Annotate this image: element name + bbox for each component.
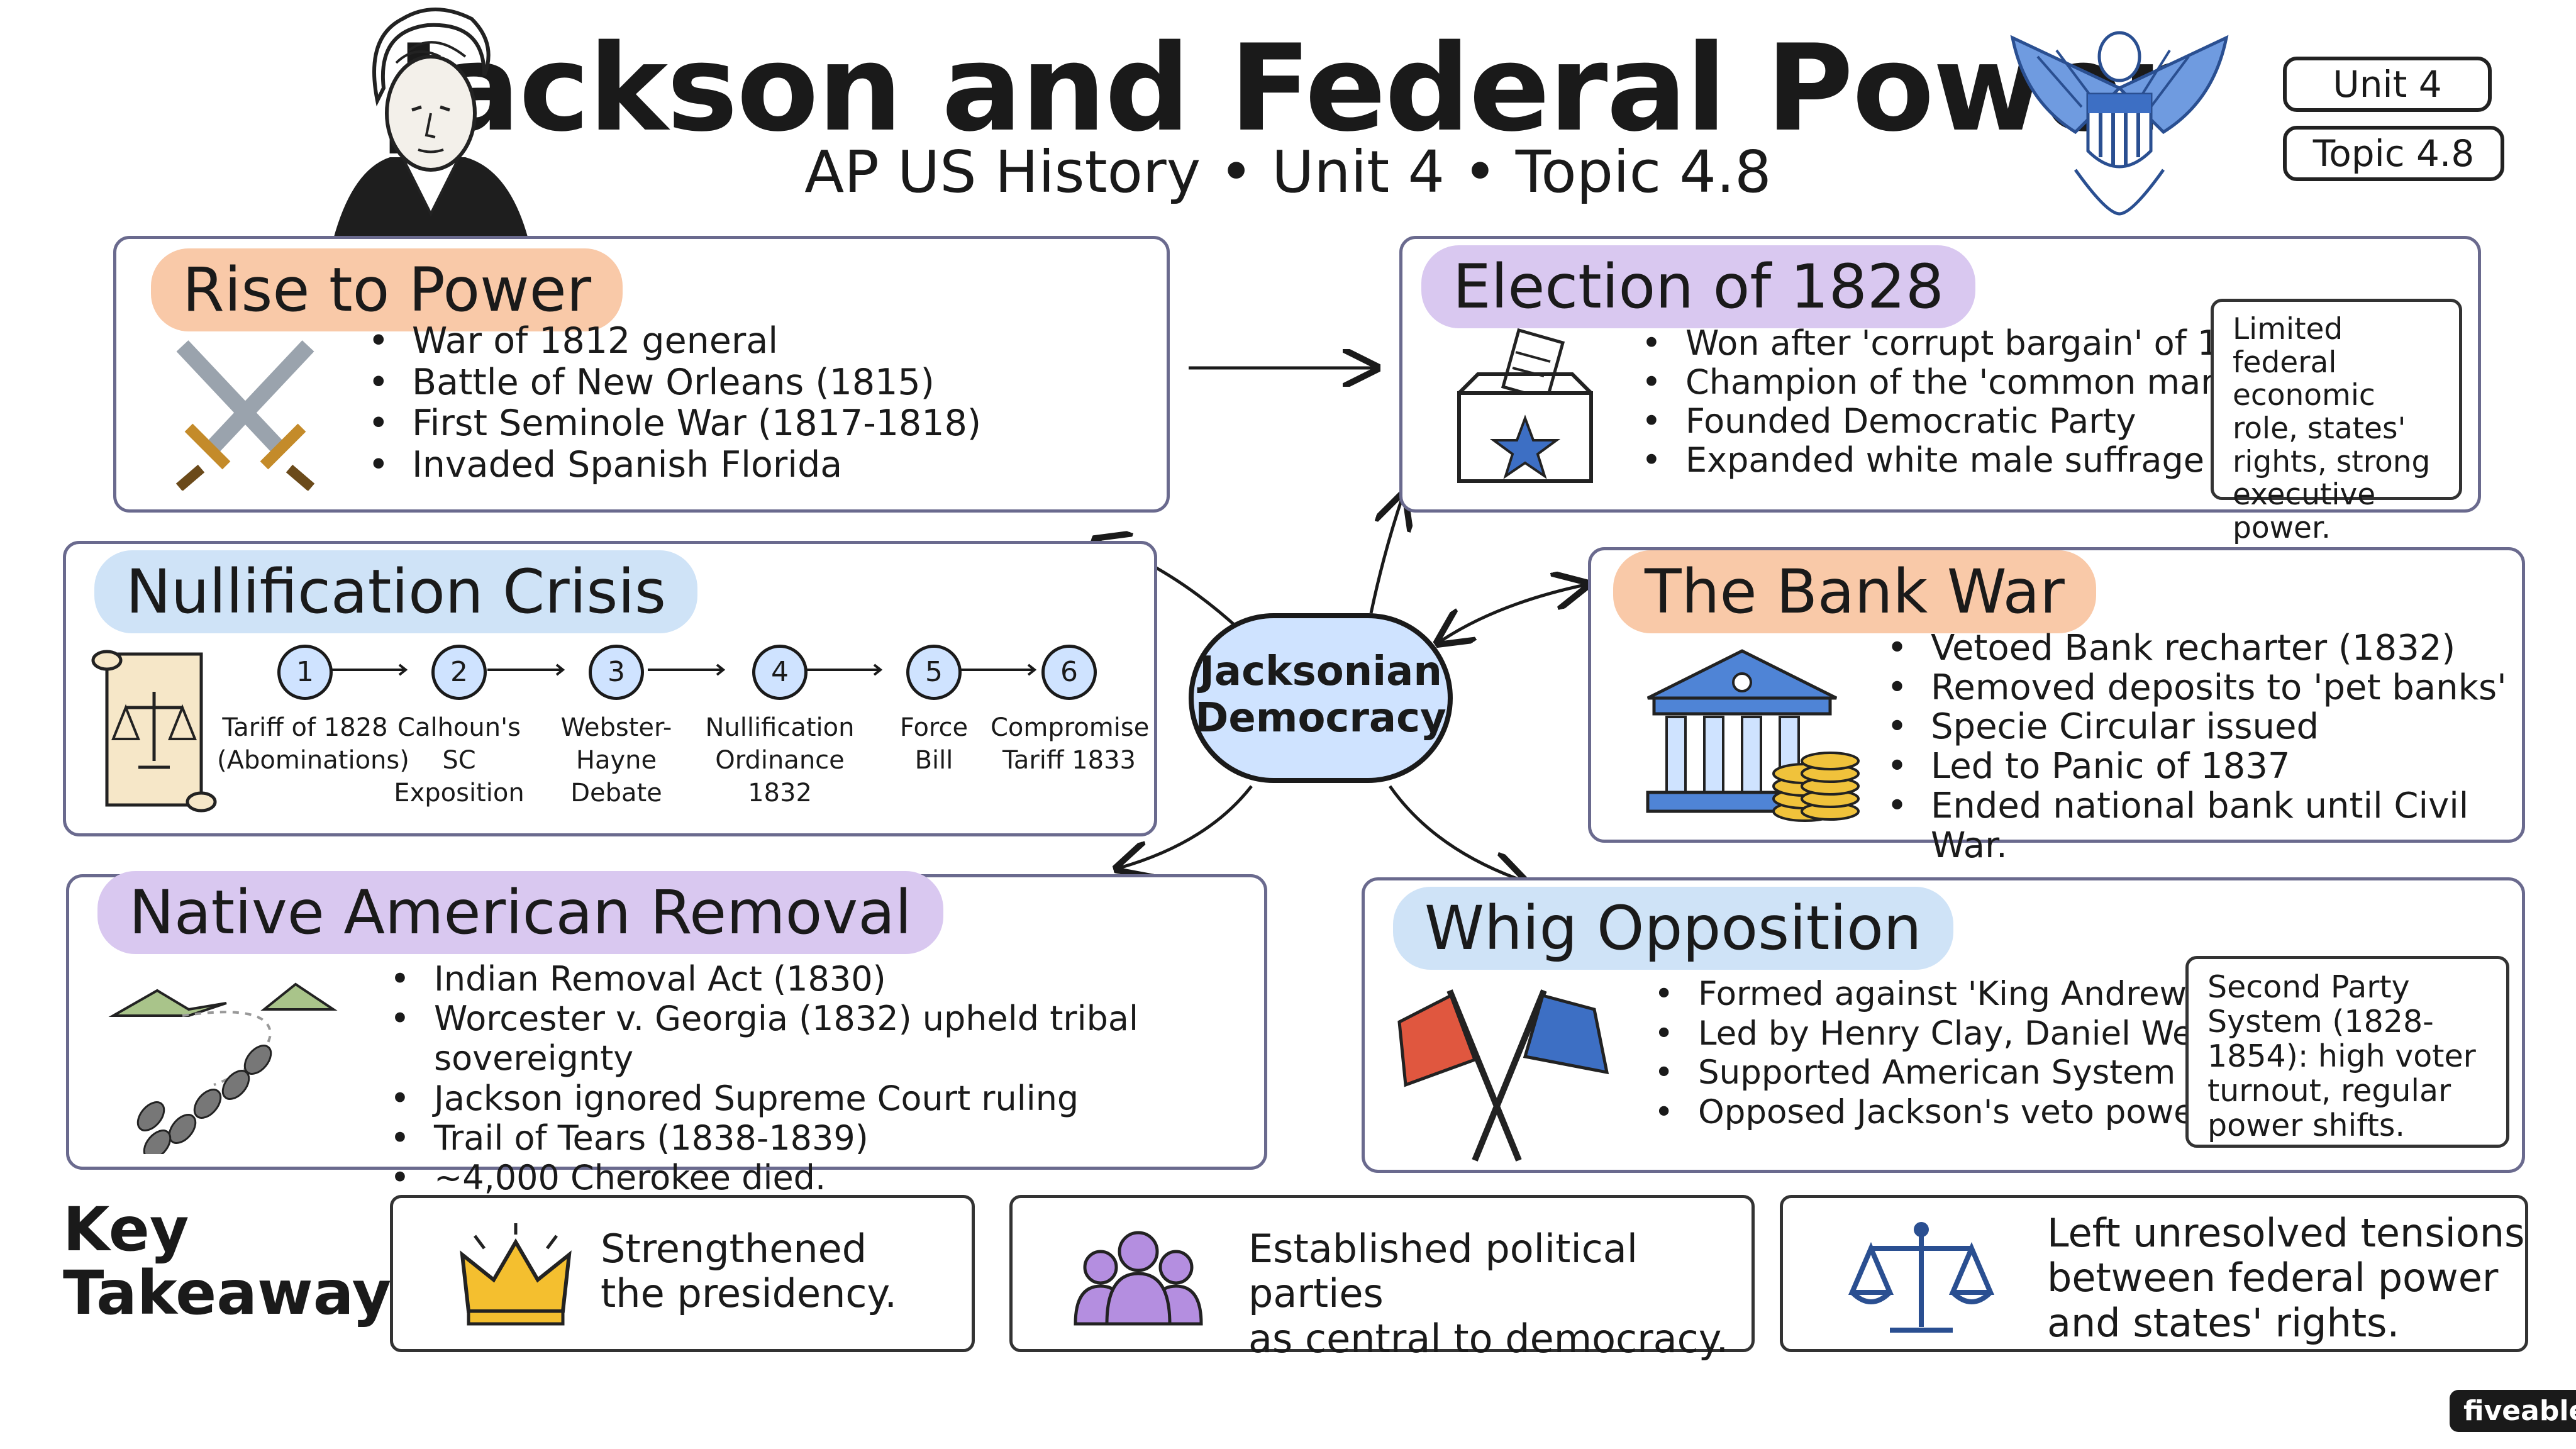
removal-bullet: Trail of Tears (1838-1839): [384, 1118, 1264, 1158]
step-number: 3: [589, 645, 644, 700]
bank-war-title: The Bank War: [1613, 550, 2096, 633]
step-label-line1: Nullification: [705, 713, 855, 742]
key-takeaways-label-line1: Key: [63, 1194, 189, 1265]
takeaway-2-line1: Established political parties: [1248, 1226, 1638, 1317]
step-number: 2: [431, 645, 487, 700]
native-american-removal-panel: Native American Removal Indian Removal A…: [66, 871, 1267, 1197]
whig-opposition-title: Whig Opposition: [1393, 887, 1953, 970]
rise-to-power-title: Rise to Power: [151, 248, 623, 331]
andrew-jackson-portrait-icon: [333, 8, 528, 239]
step-number: 6: [1041, 645, 1097, 700]
crown-icon: [460, 1223, 572, 1326]
takeaway-card-2: Established political parties as central…: [1009, 1195, 1755, 1361]
removal-bullet: ~4,000 Cherokee died.: [384, 1158, 1264, 1197]
key-takeaways-label: Key Takeaways:: [63, 1198, 452, 1325]
page-subtitle: AP US History • Unit 4 • Topic 4.8: [804, 138, 1772, 206]
nullification-step-3: 3 Webster-Hayne Debate: [525, 645, 708, 809]
rise-bullet: Battle of New Orleans (1815): [362, 362, 981, 404]
arrow-center-removal: [1119, 785, 1253, 868]
step-label-line2: Exposition: [394, 779, 525, 808]
removal-bullet: Indian Removal Act (1830): [384, 959, 1264, 999]
eagle-seal-icon: [2010, 31, 2229, 216]
bank-war-panel: The Bank War Vetoed Bank recharter (1832…: [1588, 547, 2525, 865]
center-label-line2: Democracy: [1195, 695, 1446, 741]
whig-bullet: Formed against 'King Andrew': [1648, 975, 2279, 1014]
page-title: Jackson and Federal Power: [396, 19, 2180, 158]
arrow-center-election: [1369, 497, 1402, 614]
step-number: 1: [277, 645, 333, 700]
step-label-line1: Webster-Hayne: [560, 713, 672, 775]
topic-tag: Topic 4.8: [2283, 126, 2504, 181]
whig-note: Second Party System (1828-1854): high vo…: [2185, 956, 2509, 1148]
removal-bullet: Jackson ignored Supreme Court ruling: [384, 1079, 1264, 1118]
nullification-step-1: 1 Tariff of 1828 (Abominations): [217, 645, 409, 777]
rise-bullet: Invaded Spanish Florida: [362, 444, 981, 486]
election-bullet: Won after 'corrupt bargain' of 1824: [1635, 323, 2284, 363]
takeaway-3-line2: between federal power: [2047, 1255, 2499, 1301]
step-label-line3: 1832: [748, 779, 812, 808]
step-label-line2: Bill: [914, 746, 953, 775]
people-icon: [1074, 1231, 1203, 1326]
whig-opposition-panel: Whig Opposition Formed against 'King And…: [1362, 877, 2525, 1173]
step-label-line1: Tariff of 1828: [222, 713, 388, 742]
takeaway-1-line2: the presidency.: [601, 1270, 897, 1317]
bank-bullet: Ended national bank until Civil War.: [1880, 786, 2522, 865]
bank-bullet: Vetoed Bank recharter (1832): [1880, 628, 2522, 669]
election-1828-panel: Election of 1828 Won after 'corrupt barg…: [1399, 236, 2481, 545]
nullification-step-4: 4 Nullification Ordinance 1832: [695, 645, 865, 809]
arrow-center-whig: [1388, 785, 1522, 880]
step-label-line2: Ordinance: [715, 746, 845, 775]
crossed-flags-icon: [1397, 989, 1609, 1162]
center-label-line1: Jacksonian: [1199, 648, 1442, 695]
fiveable-logo: fiveable: [2450, 1390, 2576, 1432]
trail-footprints-icon: [108, 982, 338, 1154]
scroll-scales-icon: [91, 650, 217, 813]
whig-bullet: Supported American System: [1648, 1053, 2279, 1093]
scales-icon: [1848, 1222, 1995, 1333]
election-bullet: Founded Democratic Party: [1635, 402, 2284, 441]
election-bullet: Expanded white male suffrage: [1635, 441, 2284, 480]
nullification-crisis-panel: Nullification Crisis 1 Tariff of 1828 (A…: [63, 541, 1157, 836]
bank-bullet: Led to Panic of 1837: [1880, 747, 2522, 787]
takeaway-2-line2: as central to democracy.: [1248, 1315, 1729, 1362]
step-number: 5: [906, 645, 962, 700]
whig-bullet: Led by Henry Clay, Daniel Webster: [1648, 1014, 2279, 1054]
bank-building-icon: [1646, 649, 1860, 822]
step-label-line2: Debate: [570, 779, 662, 808]
step-label-line1: Force: [899, 713, 969, 742]
ballot-box-icon: [1457, 328, 1593, 483]
whig-bullet: Opposed Jackson's veto power.: [1648, 1093, 2279, 1133]
election-1828-title: Election of 1828: [1421, 245, 1975, 328]
step-number: 4: [752, 645, 808, 700]
nullification-step-6: 6 Compromise Tariff 1833: [991, 645, 1150, 777]
takeaway-card-3: Left unresolved tensions between federal…: [1780, 1195, 2528, 1352]
rise-bullet: War of 1812 general: [362, 320, 981, 362]
unit-tag: Unit 4: [2283, 57, 2492, 112]
nullification-step-5: 5 Force Bill: [871, 645, 997, 777]
election-bullet: Champion of the 'common man': [1635, 362, 2284, 402]
step-label-line2: Tariff 1833: [1002, 746, 1136, 775]
step-label-line1: Compromise: [991, 713, 1150, 742]
step-label-line1: Calhoun's SC: [397, 713, 521, 775]
nullification-crisis-title: Nullification Crisis: [94, 550, 698, 633]
step-label-line2: (Abominations): [217, 746, 409, 775]
rise-to-power-panel: Rise to Power War of 1812 general Battle…: [113, 236, 1170, 513]
key-takeaways-label-line2: Takeaways:: [63, 1257, 452, 1328]
takeaway-1-line1: Strengthened: [601, 1226, 867, 1272]
bank-bullet: Specie Circular issued: [1880, 708, 2522, 747]
steps-arrows: [330, 663, 1037, 676]
bank-bullet: Removed deposits to 'pet banks': [1880, 668, 2522, 708]
rise-bullet: First Seminole War (1817-1818): [362, 403, 981, 445]
takeaway-card-1: Strengthened the presidency.: [390, 1195, 975, 1352]
jacksonian-democracy-node: Jacksonian Democracy: [1189, 613, 1453, 783]
removal-bullet: Worcester v. Georgia (1832) upheld triba…: [384, 999, 1264, 1078]
election-note: Limited federal economic role, states' r…: [2211, 299, 2462, 545]
nullification-step-2: 2 Calhoun's SC Exposition: [384, 645, 535, 809]
takeaway-3-line1: Left unresolved tensions: [2047, 1210, 2525, 1256]
arrow-center-bank: [1440, 585, 1585, 641]
takeaway-3-line3: and states' rights.: [2047, 1299, 2400, 1346]
crossed-swords-icon: [175, 340, 315, 491]
native-american-removal-title: Native American Removal: [97, 871, 943, 954]
